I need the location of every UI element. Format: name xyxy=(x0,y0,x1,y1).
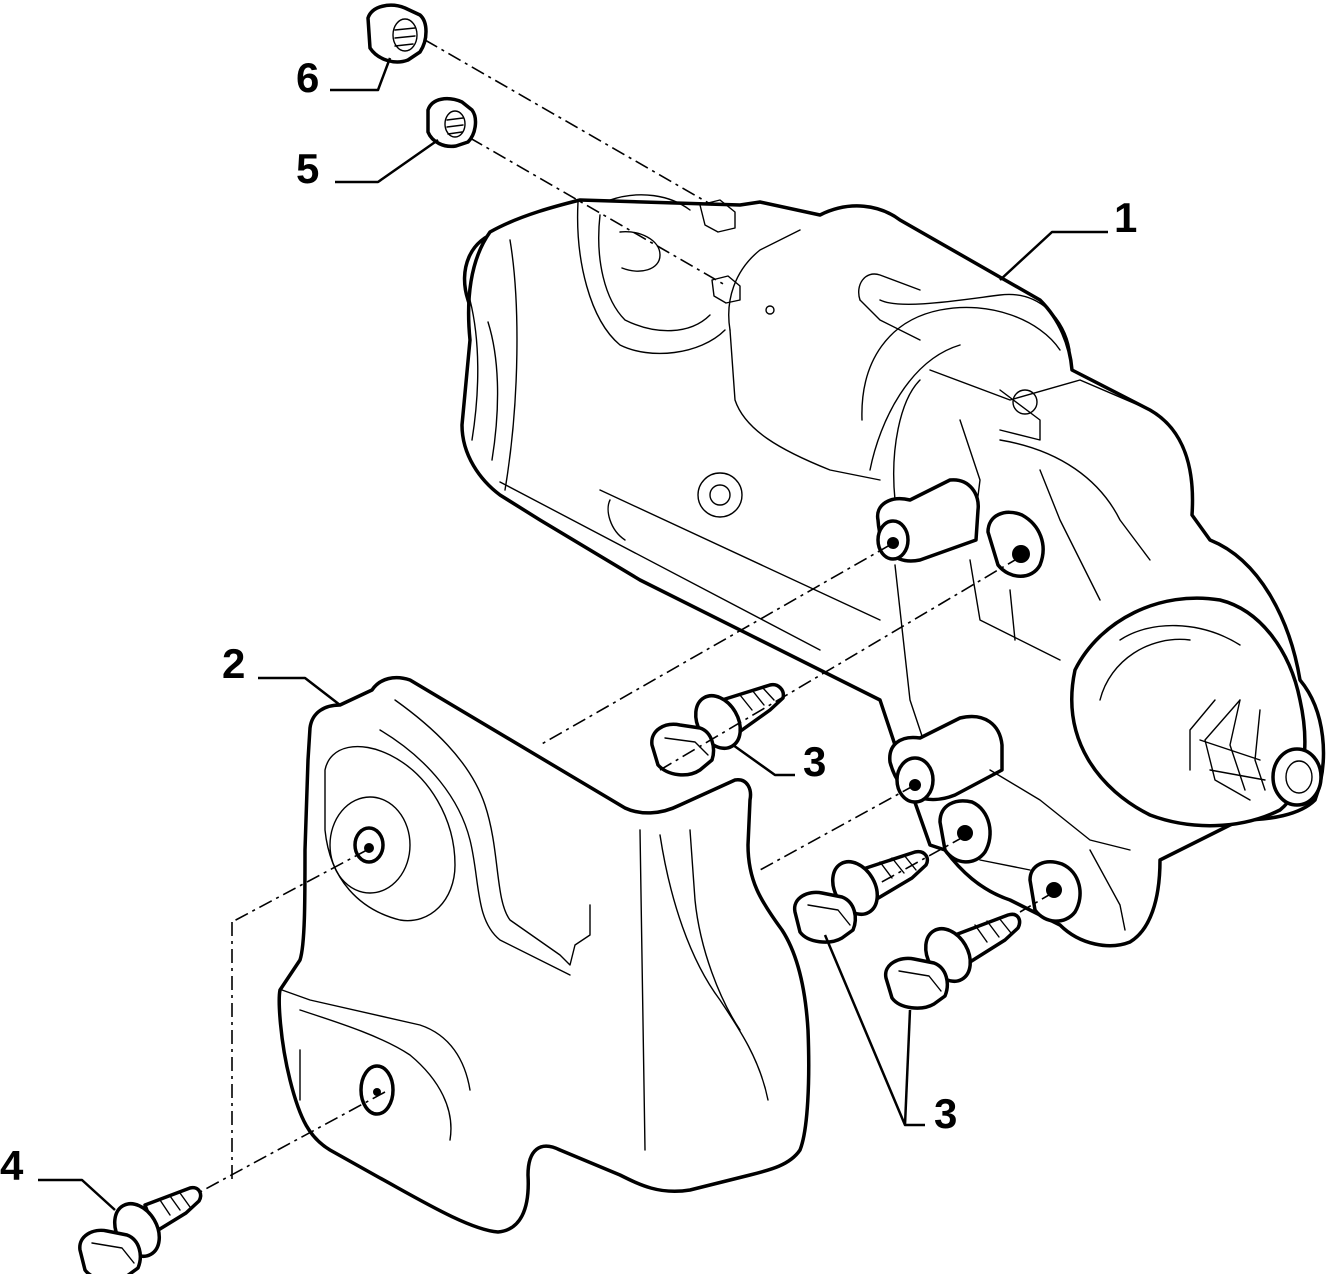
nut-6[interactable] xyxy=(366,3,428,64)
heat-shield[interactable] xyxy=(277,676,811,1234)
callout-2: 2 xyxy=(222,640,245,687)
bolt-lower[interactable] xyxy=(884,912,1022,1010)
leader-lines xyxy=(38,57,1108,1211)
bolt-middle[interactable] xyxy=(792,849,930,944)
callout-1: 1 xyxy=(1114,194,1137,241)
nut-5[interactable] xyxy=(426,96,478,149)
starter-motor[interactable] xyxy=(460,194,1326,948)
callout-6: 6 xyxy=(296,54,319,101)
callouts: 1 2 3 3 4 5 6 xyxy=(0,54,1137,1189)
callout-5: 5 xyxy=(296,145,319,192)
bolt-upper[interactable] xyxy=(650,682,786,777)
callout-4: 4 xyxy=(0,1142,24,1189)
callout-3-upper: 3 xyxy=(803,738,826,785)
assembly-guide-lines xyxy=(199,39,1055,1193)
bolt-shield[interactable] xyxy=(78,1185,203,1274)
callout-3-lower: 3 xyxy=(934,1090,957,1137)
